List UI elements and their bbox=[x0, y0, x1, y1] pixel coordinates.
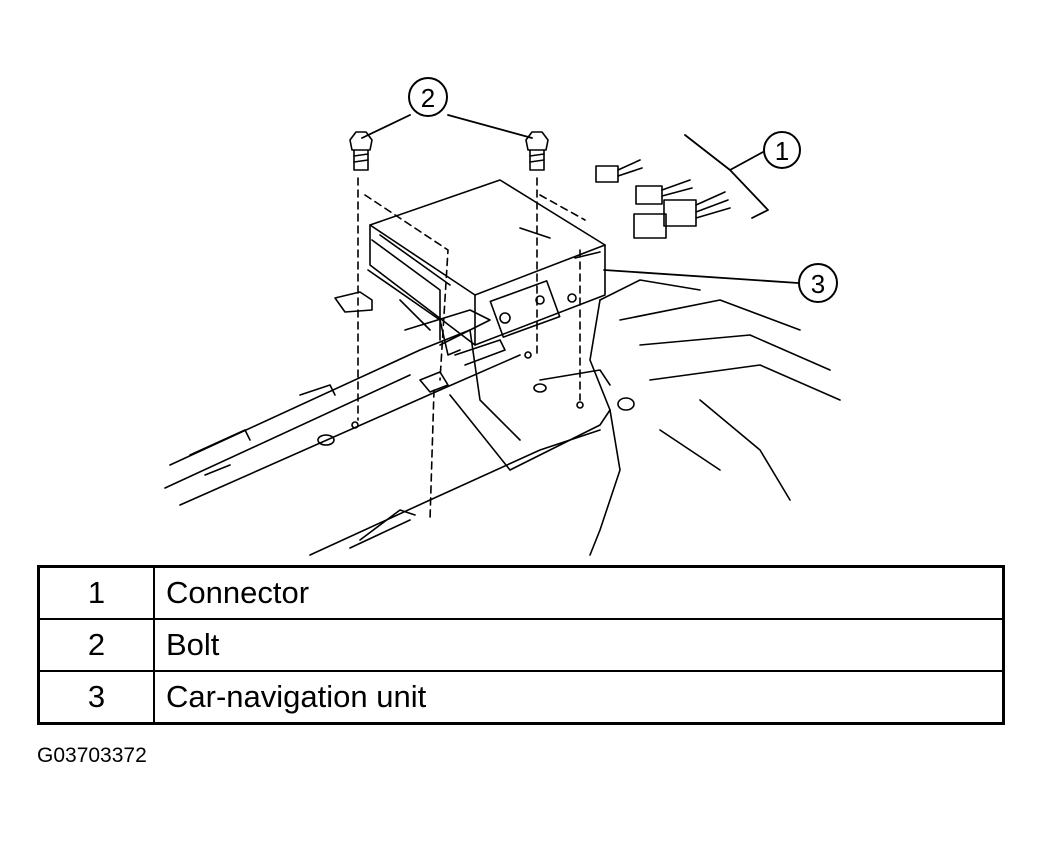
installation-illustration: 1 2 3 bbox=[164, 77, 841, 556]
callout-number-2: 2 bbox=[421, 83, 435, 113]
legend-number: 1 bbox=[37, 565, 155, 620]
legend-label: Bolt bbox=[153, 618, 1005, 672]
legend-row: 2 Bolt bbox=[37, 618, 1005, 672]
legend-row: 1 Connector bbox=[37, 565, 1005, 620]
callout-circle-1 bbox=[763, 131, 801, 169]
legend-row: 3 Car-navigation unit bbox=[37, 670, 1005, 725]
leader-lines bbox=[361, 114, 799, 284]
legend-label: Car-navigation unit bbox=[153, 670, 1005, 725]
legend-table: 1 Connector 2 Bolt 3 Car-navigation unit bbox=[37, 565, 1005, 725]
legend-label: Connector bbox=[153, 565, 1005, 620]
callout-number-3: 3 bbox=[811, 269, 825, 299]
connector-drawing bbox=[595, 159, 731, 239]
callout-circle-3 bbox=[798, 263, 838, 303]
floor-panel bbox=[164, 279, 841, 556]
figure-code: G03703372 bbox=[37, 744, 147, 767]
install-guide-lines bbox=[357, 177, 586, 521]
callout-circle-2 bbox=[408, 77, 448, 117]
callout-number-1: 1 bbox=[775, 136, 789, 166]
legend-number: 3 bbox=[37, 670, 155, 725]
car-navigation-unit-drawing bbox=[334, 179, 606, 393]
bolt-right-drawing bbox=[525, 131, 549, 171]
legend-number: 2 bbox=[37, 618, 155, 672]
bolt-left-drawing bbox=[349, 131, 373, 171]
